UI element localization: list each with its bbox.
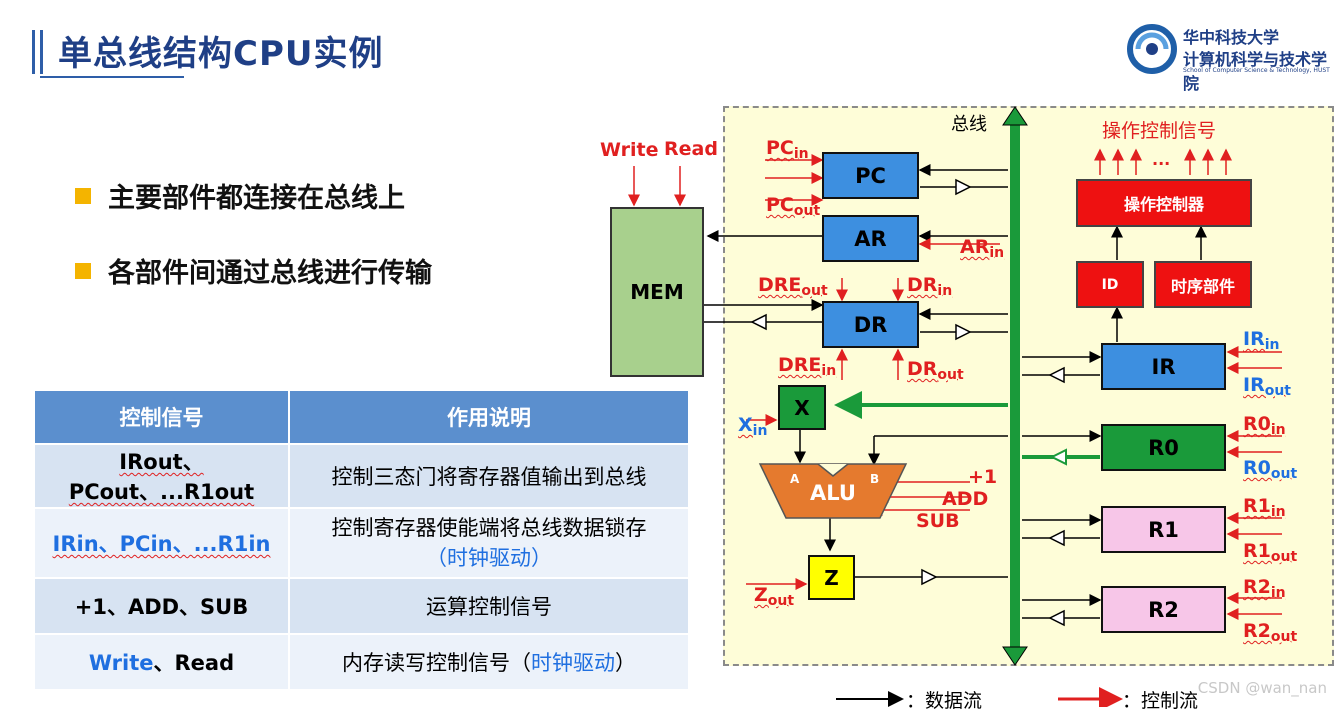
table-header-description: 作用说明 (288, 389, 690, 445)
signal-cell: +1、ADD、SUB (33, 577, 290, 635)
page-title: 单总线结构CPU实例 (58, 34, 384, 74)
description-clock-note: （时钟驱动） (426, 546, 552, 570)
table-row: IRin、PCin、...R1in 控制寄存器使能端将总线数据锁存 （时钟驱动） (33, 507, 690, 579)
x-in-label: Xin (738, 414, 768, 439)
ar-in-label: ARin (960, 236, 1005, 261)
dr-out-label: DRout (907, 358, 964, 383)
logo-school-english: School of Computer Science & Technology,… (1183, 67, 1330, 74)
x-register: X (778, 385, 826, 430)
bullet-square-icon (75, 263, 91, 279)
bullet-square-icon (75, 188, 91, 204)
r1-out-label: R1out (1243, 540, 1298, 565)
table-row: IRout、PCout、...R1out 控制三态门将寄存器值输出到总线 (33, 443, 690, 509)
ar-register: AR (822, 215, 919, 262)
alu-input-a-label: A (790, 472, 800, 486)
z-register: Z (808, 555, 855, 600)
table-row: Write、Read 内存读写控制信号（时钟驱动） (33, 633, 690, 691)
r1-in-label: R1in (1243, 495, 1286, 520)
description-cell: 控制寄存器使能端将总线数据锁存 （时钟驱动） (288, 507, 690, 579)
logo-school-name: 计算机科学与技术学院 (1183, 50, 1328, 93)
description-text: 控制寄存器使能端将总线数据锁存 (331, 516, 647, 540)
pc-register: PC (822, 152, 919, 199)
ir-in-label: IRin (1243, 328, 1280, 353)
dr-in-label: DRin (907, 274, 953, 299)
control-signals-label: 操作控制信号 (1102, 120, 1217, 142)
signal-cell: Write、Read (33, 633, 290, 691)
r0-register: R0 (1101, 424, 1226, 471)
r1-register: R1 (1101, 506, 1226, 553)
alu-label: ALU (810, 481, 856, 505)
signal-read: 、Read (153, 651, 235, 675)
operation-controller-box: 操作控制器 (1076, 179, 1252, 227)
logo-university-name: 华中科技大学 (1183, 28, 1280, 47)
mem-box: MEM (610, 207, 704, 377)
watermark: CSDN @wan_nan (1197, 679, 1327, 697)
signal-cell: IRout、PCout、...R1out (33, 443, 290, 509)
r2-out-label: R2out (1243, 620, 1298, 645)
title-underline (40, 76, 184, 78)
control-signals-ellipsis: ... (1152, 150, 1171, 169)
plus-one-signal-label: +1 (968, 466, 998, 488)
instruction-decoder-box: ID (1076, 261, 1144, 308)
ir-register: IR (1101, 343, 1226, 390)
add-signal-label: ADD (942, 488, 989, 510)
system-bus (1002, 106, 1028, 666)
pc-in-label: PCin (766, 137, 809, 162)
title-accent-bar (40, 30, 43, 74)
bullet-text-1: 主要部件都连接在总线上 (108, 183, 405, 214)
timing-unit-box: 时序部件 (1154, 261, 1252, 308)
r2-in-label: R2in (1243, 576, 1286, 601)
alu-input-b-label: B (870, 472, 880, 486)
r0-in-label: R0in (1243, 413, 1286, 438)
description-text: 内存读写控制信号（ (342, 651, 531, 675)
dre-in-label: DREin (778, 354, 837, 379)
alu-shape (758, 463, 908, 519)
description-cell: 内存读写控制信号（时钟驱动） (288, 633, 690, 691)
write-signal-label: Write (600, 139, 659, 161)
pc-out-label: PCout (766, 194, 821, 219)
legend-control-flow: ：控制流 (1122, 690, 1199, 712)
description-cell: 运算控制信号 (288, 577, 690, 635)
dr-register: DR (822, 301, 919, 348)
read-signal-label: Read (664, 138, 718, 160)
signal-cell: IRin、PCin、...R1in (33, 507, 290, 579)
control-signal-table: 控制信号 作用说明 IRout、PCout、...R1out 控制三态门将寄存器… (33, 389, 690, 691)
table-row: +1、ADD、SUB 运算控制信号 (33, 577, 690, 635)
ir-out-label: IRout (1243, 374, 1291, 399)
z-out-label: Zout (754, 584, 795, 609)
sub-signal-label: SUB (916, 510, 960, 532)
title-accent-bar-outer (32, 30, 35, 74)
description-cell: 控制三态门将寄存器值输出到总线 (288, 443, 690, 509)
r2-register: R2 (1101, 586, 1226, 633)
description-text-end: ） (615, 651, 636, 675)
legend-data-flow: ：数据流 (906, 690, 983, 712)
signal-write: Write (88, 651, 154, 675)
r0-out-label: R0out (1243, 457, 1298, 482)
bus-label: 总线 (951, 114, 987, 135)
dre-out-label: DREout (758, 274, 828, 299)
table-header-signal: 控制信号 (33, 389, 290, 445)
bullet-text-2: 各部件间通过总线进行传输 (108, 258, 432, 289)
description-clock-note: 时钟驱动 (531, 651, 615, 675)
